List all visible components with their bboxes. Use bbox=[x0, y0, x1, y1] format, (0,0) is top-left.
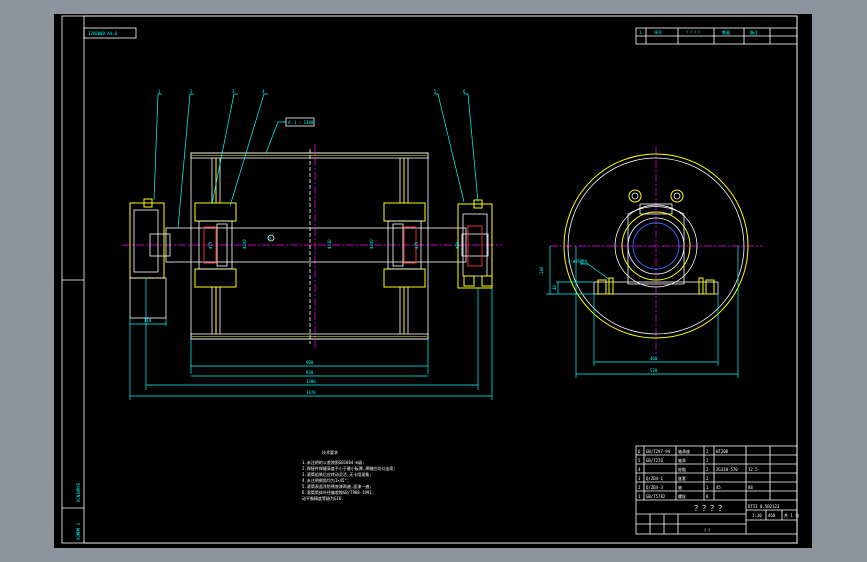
bom-cell: 2 bbox=[638, 485, 641, 490]
bom-cell: 胀套 bbox=[678, 475, 686, 481]
note-line: 6.滚筒筒体外径偏差按GB/T988-1991; bbox=[302, 489, 374, 495]
svg-text:备注: 备注 bbox=[750, 29, 758, 35]
dim-shell-inner: 900 bbox=[306, 360, 314, 365]
inner-border bbox=[83, 15, 798, 544]
dim-side-total: 520 bbox=[650, 368, 658, 373]
technical-notes: 技术要求 1.未注明的公差按照GB1804-m级; 2.焊接件焊缝高度不小于最小… bbox=[302, 449, 396, 501]
bom-cell: Q/ZB4-3 bbox=[646, 485, 663, 490]
notes-heading: 技术要求 bbox=[322, 449, 338, 455]
left-bearing-housing bbox=[129, 202, 165, 279]
bom-cell: 88 bbox=[748, 485, 753, 490]
svg-text:1: 1 bbox=[639, 30, 642, 35]
bom-cell: 2 bbox=[706, 458, 709, 463]
bom-cell: 轴 bbox=[678, 484, 682, 490]
part-number: 1 bbox=[158, 89, 161, 94]
dim-mark: Φ200 bbox=[369, 239, 374, 249]
note-line: 5.滚筒表面涂防锈底漆两遍,面漆一遍; bbox=[302, 483, 372, 489]
corner-label-box bbox=[83, 27, 137, 39]
right-bearing-housing bbox=[457, 203, 493, 289]
bom-cell: 螺栓 bbox=[678, 493, 686, 499]
note-line: 4.未注明倒角均为1×45°; bbox=[302, 477, 349, 483]
shell-tag: A bbox=[288, 120, 291, 125]
left-base bbox=[129, 277, 167, 319]
drawing-number: DTII 0.5B2123 bbox=[748, 504, 780, 509]
mass: 468 bbox=[768, 513, 776, 518]
bom-cell: 45 bbox=[716, 485, 721, 490]
note-line: 1.未注明的公差按照GB1804-m级; bbox=[302, 459, 365, 465]
dim-side-base: 460 bbox=[650, 356, 658, 361]
dim-side-step: 40 bbox=[552, 285, 557, 290]
top-right-table: 1 序号 ？？？？ 数量 备注 bbox=[635, 27, 798, 45]
drawing-sheet: 1260800 A4.0 XCN3HMYE XOMPM 3 1 序号 ？？？？ … bbox=[61, 15, 799, 544]
bom-cell: 6 bbox=[638, 449, 641, 454]
front-view: Φ75 Φ200 Φ130 Φ200 Φ75 Φ80 A 1 2 3 4 5 6… bbox=[122, 89, 502, 400]
dim-mark: Φ130 bbox=[327, 239, 332, 249]
part-number: 5 bbox=[434, 89, 437, 94]
side-label-upper: XCN3HMYE bbox=[76, 482, 81, 502]
bom-cell: 轮毂 bbox=[678, 466, 686, 472]
bom-cell: 轴承 bbox=[678, 457, 686, 463]
drum-shell bbox=[190, 152, 429, 340]
shell-tag-box bbox=[285, 117, 315, 127]
bom-cell: 2 bbox=[706, 449, 709, 454]
bom-cell: 2 bbox=[706, 467, 709, 472]
bom-cell: 1 bbox=[638, 494, 641, 499]
part-number: 4 bbox=[262, 89, 265, 94]
bom-cell: GB/T5782 bbox=[646, 494, 666, 499]
note-line: 动平衡精度等级为G16. bbox=[302, 495, 344, 501]
svg-text:？？？？: ？？？？ bbox=[686, 30, 702, 35]
bom-cell: 3 bbox=[638, 476, 641, 481]
side-view: 140 40 4-Φ25螺孔 460 520 bbox=[539, 146, 762, 378]
side-callout: 4-Φ25螺孔 bbox=[568, 258, 588, 264]
bom-cell: 1 bbox=[706, 485, 709, 490]
bom-cell: Q/ZB4-1 bbox=[646, 476, 663, 481]
centerline-tag: A bbox=[269, 236, 272, 241]
dim-mark: Φ200 bbox=[242, 239, 247, 249]
dim-mark: Φ80 bbox=[455, 241, 460, 249]
bom-cell: 2 bbox=[706, 476, 709, 481]
dim-mark: Φ75 bbox=[414, 241, 419, 249]
svg-text:1 : 1300: 1 : 1300 bbox=[294, 120, 314, 125]
side-label-lower: XOMPM 3 bbox=[76, 523, 81, 540]
material-row: ？？ bbox=[704, 528, 712, 533]
part-number: 3 bbox=[232, 89, 235, 94]
part-number: 6 bbox=[463, 89, 466, 94]
bom-cell: ZG310-570 bbox=[716, 467, 738, 472]
bom-cell: HT200 bbox=[716, 449, 729, 454]
cad-drawing-canvas[interactable]: 1260800 A4.0 XCN3HMYE XOMPM 3 1 序号 ？？？？ … bbox=[54, 14, 812, 548]
bom-cell: 4 bbox=[638, 467, 641, 472]
bom-cell: GB/T276 bbox=[646, 458, 663, 463]
shaft bbox=[165, 227, 467, 263]
dim-side-height: 140 bbox=[539, 266, 544, 274]
title-text: ？？？？ bbox=[694, 504, 726, 513]
dim-bearing-span: 1300 bbox=[306, 379, 316, 384]
drum-outer-circle bbox=[563, 153, 749, 339]
note-line: 3.滚筒组装后应转动灵活,无卡阻现象; bbox=[302, 471, 372, 477]
part-number: 2 bbox=[190, 89, 193, 94]
front-dimensions: 110 900 930 1300 1470 bbox=[129, 278, 493, 400]
sheet: 共 1 张 bbox=[784, 512, 799, 518]
side-bearing-housing bbox=[627, 206, 685, 285]
svg-text:数量: 数量 bbox=[722, 29, 730, 35]
svg-text:序号: 序号 bbox=[654, 29, 662, 35]
bom-cell: 8 bbox=[706, 494, 709, 499]
part-number-leaders: 1 2 3 4 5 6 A 1 : 1300 bbox=[153, 89, 479, 229]
bom-cell: GB/T297-94 bbox=[646, 449, 671, 454]
dim-mark: Φ75 bbox=[208, 241, 213, 249]
dim-shell-outer: 930 bbox=[306, 370, 314, 375]
dim-left-base: 110 bbox=[144, 318, 152, 323]
left-hub bbox=[194, 158, 237, 334]
dim-overall: 1470 bbox=[306, 390, 316, 395]
bom-cell: 5 bbox=[638, 458, 641, 463]
note-line: 2.焊接件焊缝高度不小于最小板厚,焊缝应均匀连续; bbox=[302, 465, 396, 471]
scale: 1:10 bbox=[752, 513, 762, 518]
bom-cell: 12.5 bbox=[748, 467, 758, 472]
side-base-plate bbox=[593, 281, 719, 295]
right-hub bbox=[383, 158, 426, 334]
corner-label: 1260800 A4.0 bbox=[88, 31, 117, 36]
bom-cell: 轴承座 bbox=[678, 448, 690, 454]
